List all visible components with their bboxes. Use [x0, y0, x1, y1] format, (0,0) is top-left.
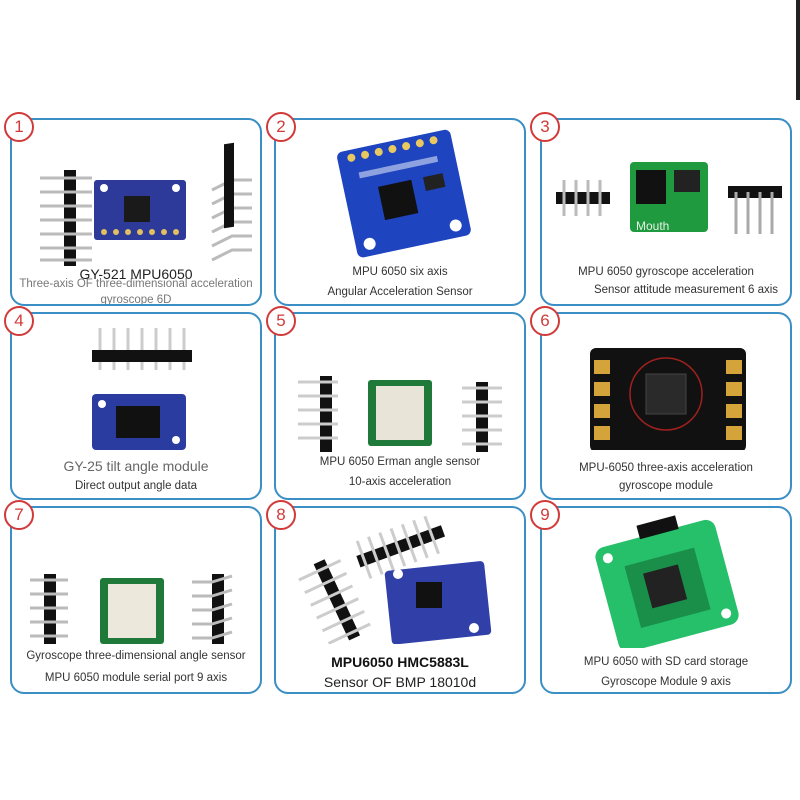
caption-line: MPU 6050 module serial port 9 axis [44, 672, 228, 684]
product-card-7[interactable]: Gyroscope three-dimensional angle sensor… [10, 506, 262, 694]
card-number-badge: 6 [530, 306, 560, 336]
product-card-1[interactable]: GY-521 MPU6050 Three-axis OF three-dimen… [10, 118, 262, 306]
caption-line: Three-axis OF three-dimensional accelera… [19, 278, 253, 290]
caption-line: Gyroscope three-dimensional angle sensor [26, 650, 246, 662]
pin-header-right [462, 382, 502, 452]
product-card-6[interactable]: MPU-6050 three-axis acceleration gyrosco… [540, 312, 792, 500]
caption-line: MPU 6050 Erman angle sensor [319, 456, 481, 468]
caption-line: GY-521 MPU6050 [79, 266, 193, 282]
product-image-6 [590, 348, 746, 450]
caption-line: MPU 6050 six axis [352, 266, 448, 278]
caption-line: Gyroscope Module 9 axis [601, 676, 731, 688]
board-label: Mouth [636, 219, 670, 233]
product-image-4 [92, 328, 192, 450]
caption-line: gyroscope 6D [100, 294, 172, 306]
pin-header-top [355, 515, 446, 579]
card-number-badge: 9 [530, 500, 560, 530]
product-image-8 [298, 515, 492, 644]
caption-line: GY-25 tilt angle module [63, 458, 209, 474]
caption-line: Sensor attitude measurement 6 axis [593, 284, 779, 296]
product-card-9[interactable]: MPU 6050 with SD card storage Gyroscope … [540, 506, 792, 694]
product-image-5 [298, 376, 502, 452]
pin-header-right [192, 574, 233, 644]
product-card-3[interactable]: Mouth MPU 6050 gyroscope acceleration Se… [540, 118, 792, 306]
caption-line: Direct output angle data [74, 480, 198, 492]
edge-bar [796, 0, 800, 100]
pin-header-right [728, 186, 782, 234]
caption-line: Sensor OF BMP 18010d [323, 674, 477, 690]
caption-line: MPU-6050 three-axis acceleration [579, 462, 753, 474]
card-number-badge: 5 [266, 306, 296, 336]
product-image-1 [40, 142, 252, 266]
pin-header-left [556, 180, 610, 216]
product-card-8[interactable]: MPU6050 HMC5883L Sensor OF BMP 18010d [274, 506, 526, 694]
product-card-4[interactable]: GY-25 tilt angle module Direct output an… [10, 312, 262, 500]
product-card-5[interactable]: MPU 6050 Erman angle sensor 10-axis acce… [274, 312, 526, 500]
caption-line: MPU 6050 gyroscope acceleration [578, 266, 754, 278]
caption-line: MPU 6050 with SD card storage [583, 656, 749, 668]
card-number-badge: 1 [4, 112, 34, 142]
product-image-3 [556, 162, 782, 234]
pin-header-left [298, 376, 338, 452]
card-number-badge: 8 [266, 500, 296, 530]
card-number-badge: 2 [266, 112, 296, 142]
pin-header-left [40, 170, 92, 266]
card-number-badge: 4 [4, 306, 34, 336]
pin-header [92, 328, 192, 370]
card-number-badge: 7 [4, 500, 34, 530]
product-image-7 [30, 574, 233, 644]
caption-line: 10-axis acceleration [348, 476, 452, 488]
caption-line: gyroscope module [619, 480, 713, 492]
caption-line: Angular Acceleration Sensor [327, 286, 473, 298]
card-number-badge: 3 [530, 112, 560, 142]
product-card-2[interactable]: MPU 6050 six axis Angular Acceleration S… [274, 118, 526, 306]
caption-line: MPU6050 HMC5883L [331, 654, 469, 670]
pin-header-left [30, 574, 68, 644]
pin-header-left [298, 559, 371, 644]
product-image-9 [595, 515, 739, 648]
product-image-2 [337, 129, 471, 258]
